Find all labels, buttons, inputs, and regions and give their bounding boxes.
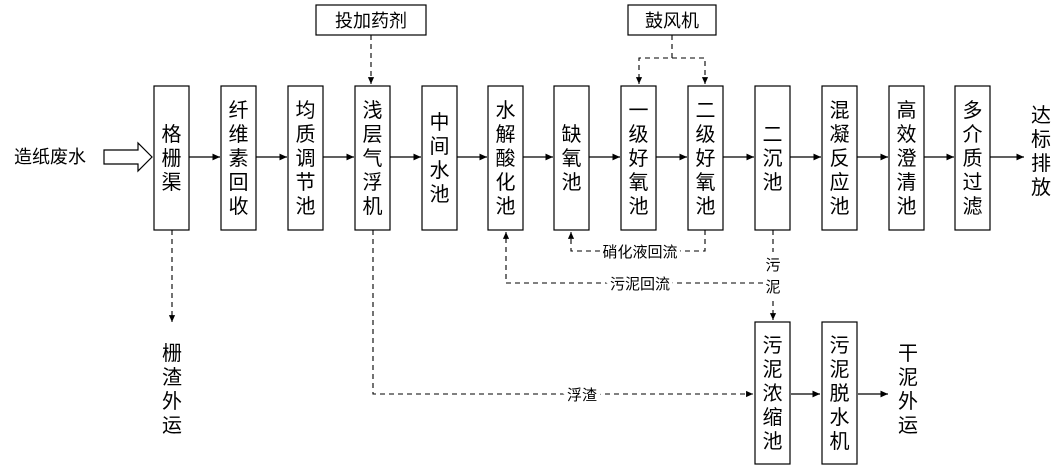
process-unit-unit-6: 水解酸化池 [487,85,524,231]
unit-6-box [487,85,524,231]
unit-1-box [153,85,190,231]
unit-8-label: 一级好氧池 [629,98,649,218]
treatment-units: 格栅渠 纤维素回收 均质调节池 浅层气浮机 中间水池 水解酸化池 缺氧池 一级好氧池 二级好氧池… [153,85,991,231]
dry-sludge-label: 干泥外运 [898,341,918,437]
process-unit-unit-11: 混凝反应池 [821,85,858,231]
unit-7-label: 缺氧池 [562,122,582,194]
sludge-unit-2-label: 污泥脱水机 [830,333,850,453]
unit-13-box [954,85,991,231]
sludge-return-label: 污泥回流 [610,275,670,293]
unit-3-box [287,85,324,231]
influent-label: 造纸废水 [14,147,86,168]
sludge-treatment-units: 污泥浓缩池 污泥脱水机 [754,321,858,465]
chemical-dosing-label: 投加药剂 [335,11,407,32]
process-unit-unit-13: 多介质过滤 [954,85,991,231]
sludge-unit-1: 污泥浓缩池 [754,321,791,465]
process-unit-unit-8: 一级好氧池 [620,85,657,231]
unit-13-label: 多介质过滤 [963,98,983,218]
process-unit-unit-2: 纤维素回收 [220,85,257,231]
sludge-text: 污泥 [765,256,780,296]
blower-to-aerobic-2 [672,57,709,84]
chemical-dosing-box [315,4,427,36]
influent-arrow [103,141,153,173]
blower-to-aerobic-1 [635,35,673,84]
process-unit-unit-3: 均质调节池 [287,85,324,231]
dry-sludge-text: 干泥外运 [898,341,918,437]
blower-label: 鼓风机 [645,11,699,32]
unit-4-box [354,85,391,231]
unit-1-label: 格栅渠 [162,122,182,194]
unit-7-box [553,85,590,231]
scum-line [372,230,753,398]
unit-11-label: 混凝反应池 [830,98,850,218]
unit-10-label: 二沉池 [763,122,783,194]
sludge-return-line [502,230,774,284]
unit-2-box [220,85,257,231]
scum-label: 浮渣 [567,386,597,404]
process-unit-unit-10: 二沉池 [754,85,791,231]
unit-2-label: 纤维素回收 [229,98,249,218]
sludge-unit-2-box [821,321,858,465]
unit-6-label: 水解酸化池 [496,98,516,218]
nitrification-return-label: 硝化液回流 [602,243,677,261]
unit-9-label: 二级好氧池 [696,98,716,218]
blower-box [627,4,717,36]
sludge-label: 污泥 [763,252,783,298]
unit-10-box [754,85,791,231]
unit-5-label: 中间水池 [430,110,450,206]
screenings-text: 栅渣外运 [162,341,182,437]
unit-12-box [888,85,925,231]
sludge-unit-2: 污泥脱水机 [821,321,858,465]
process-unit-unit-7: 缺氧池 [553,85,590,231]
unit-5-box [421,85,458,231]
screenings-label: 栅渣外运 [162,341,182,437]
unit-12-label: 高效澄清池 [897,98,917,218]
process-unit-unit-4: 浅层气浮机 [354,85,391,231]
sludge-unit-1-box [754,321,791,465]
nitrification-return-line [567,230,706,252]
sludge-unit-1-label: 污泥浓缩池 [763,333,783,453]
unit-4-label: 浅层气浮机 [363,98,383,218]
process-unit-unit-12: 高效澄清池 [888,85,925,231]
sludge-label-bg [763,252,783,298]
process-unit-unit-9: 二级好氧池 [687,85,724,231]
effluent-label: 达标排放 [1031,103,1051,199]
unit-3-label: 均质调节池 [296,98,316,218]
unit-11-box [821,85,858,231]
process-unit-unit-1: 格栅渠 [153,85,190,231]
process-unit-unit-5: 中间水池 [421,85,458,231]
unit-8-box [620,85,657,231]
effluent-text: 达标排放 [1031,103,1051,199]
